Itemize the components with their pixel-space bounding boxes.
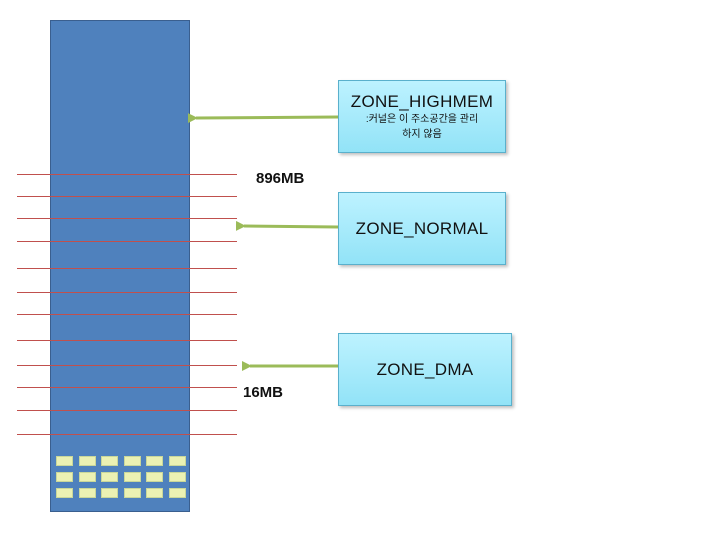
- page-frame-cell: [146, 488, 164, 498]
- page-frame-cell: [169, 472, 186, 482]
- page-frame-cell: [78, 488, 96, 498]
- page-frame-cell: [56, 472, 73, 482]
- divider-line: [17, 268, 237, 269]
- page-frame-cell: [101, 472, 119, 482]
- divider-line: [17, 365, 237, 366]
- page-frame-cell: [78, 456, 96, 466]
- page-frame-cell: [123, 488, 141, 498]
- page-frame-cell: [78, 472, 96, 482]
- page-frame-cell: [101, 456, 119, 466]
- zone-normal-title: ZONE_NORMAL: [355, 218, 489, 238]
- page-frame-cell: [146, 456, 164, 466]
- divider-line: [17, 340, 237, 341]
- divider-line: [17, 434, 237, 435]
- page-frame-cell: [169, 488, 186, 498]
- zone-dma-box: ZONE_DMA: [338, 333, 512, 406]
- zone-normal-box: ZONE_NORMAL: [338, 192, 506, 265]
- divider-line: [17, 292, 237, 293]
- page-frame-cell: [101, 488, 119, 498]
- zone-dma-title: ZONE_DMA: [376, 359, 474, 379]
- boundary-label-896mb: 896MB: [256, 170, 305, 187]
- divider-line: [17, 410, 237, 411]
- divider-line: [17, 241, 237, 242]
- divider-line: [17, 174, 237, 175]
- highmem-arrow: [187, 113, 339, 124]
- divider-line: [17, 387, 237, 388]
- normal-arrow: [235, 220, 339, 231]
- boundary-label-16mb: 16MB: [243, 384, 284, 401]
- zone-highmem-note-line2: 하지 않음: [402, 128, 442, 140]
- page-frame-cell: [56, 456, 73, 466]
- page-frame-cell: [123, 472, 141, 482]
- memory-address-space-bar: [50, 20, 190, 512]
- page-frame-cell: [146, 472, 164, 482]
- zone-highmem-box: ZONE_HIGHMEM :커널은 이 주소공간을 관리 하지 않음: [338, 80, 506, 153]
- page-frame-cell: [169, 456, 186, 466]
- divider-line: [17, 196, 237, 197]
- page-frame-cell: [123, 456, 141, 466]
- zone-highmem-note-line1: :커널은 이 주소공간을 관리: [365, 113, 479, 125]
- zone-highmem-title: ZONE_HIGHMEM: [350, 91, 494, 111]
- divider-line: [17, 314, 237, 315]
- page-frame-cell: [56, 488, 73, 498]
- divider-line: [17, 218, 237, 219]
